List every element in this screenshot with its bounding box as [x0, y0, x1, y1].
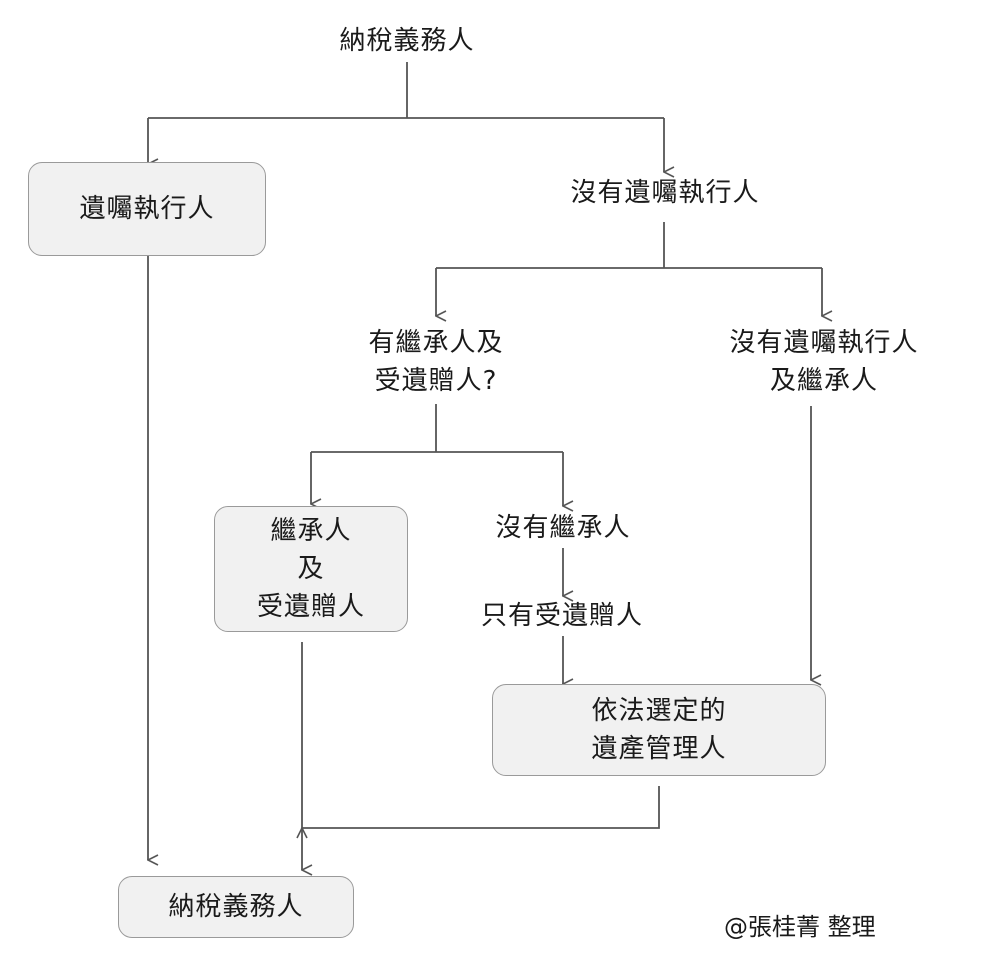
top-taxpayer-label: 納稅義務人 [300, 20, 514, 62]
heirs-text-line2: 及 [297, 554, 325, 584]
only-legatee-label: 只有受遺贈人 [440, 596, 684, 636]
estate-manager-line2: 遺產管理人 [591, 734, 727, 764]
question-text-line1: 有繼承人及 [368, 328, 504, 358]
connector-manager-return [302, 786, 660, 828]
author-credit: @張桂菁 整理 [724, 913, 876, 941]
heirs-text-line3: 受遺贈人 [256, 592, 365, 622]
only-legatee-text: 只有受遺贈人 [480, 601, 643, 631]
heirs-legatees-box: 繼承人 及 受遺贈人 [214, 506, 408, 632]
no-heir-label: 沒有繼承人 [452, 508, 674, 548]
question-label: 有繼承人及 受遺贈人? [316, 322, 556, 402]
no-heir-text: 沒有繼承人 [495, 513, 631, 543]
executor-text: 遺囑執行人 [79, 194, 215, 224]
no-executor-no-heir-label: 沒有遺囑執行人 及繼承人 [684, 322, 964, 402]
no-executor-no-heir-line2: 及繼承人 [769, 366, 878, 396]
question-text-line2: 受遺贈人? [374, 366, 498, 396]
executor-box: 遺囑執行人 [28, 162, 266, 256]
estate-manager-box: 依法選定的 遺產管理人 [492, 684, 826, 776]
top-taxpayer-text: 納稅義務人 [339, 26, 475, 56]
heirs-text-line1: 繼承人 [270, 516, 352, 546]
no-executor-text: 沒有遺囑執行人 [570, 178, 760, 208]
bottom-taxpayer-text: 納稅義務人 [168, 892, 304, 922]
estate-manager-line1: 依法選定的 [591, 696, 727, 726]
no-executor-no-heir-line1: 沒有遺囑執行人 [729, 328, 919, 358]
no-executor-label: 沒有遺囑執行人 [510, 172, 820, 214]
bottom-taxpayer-box: 納稅義務人 [118, 876, 354, 938]
